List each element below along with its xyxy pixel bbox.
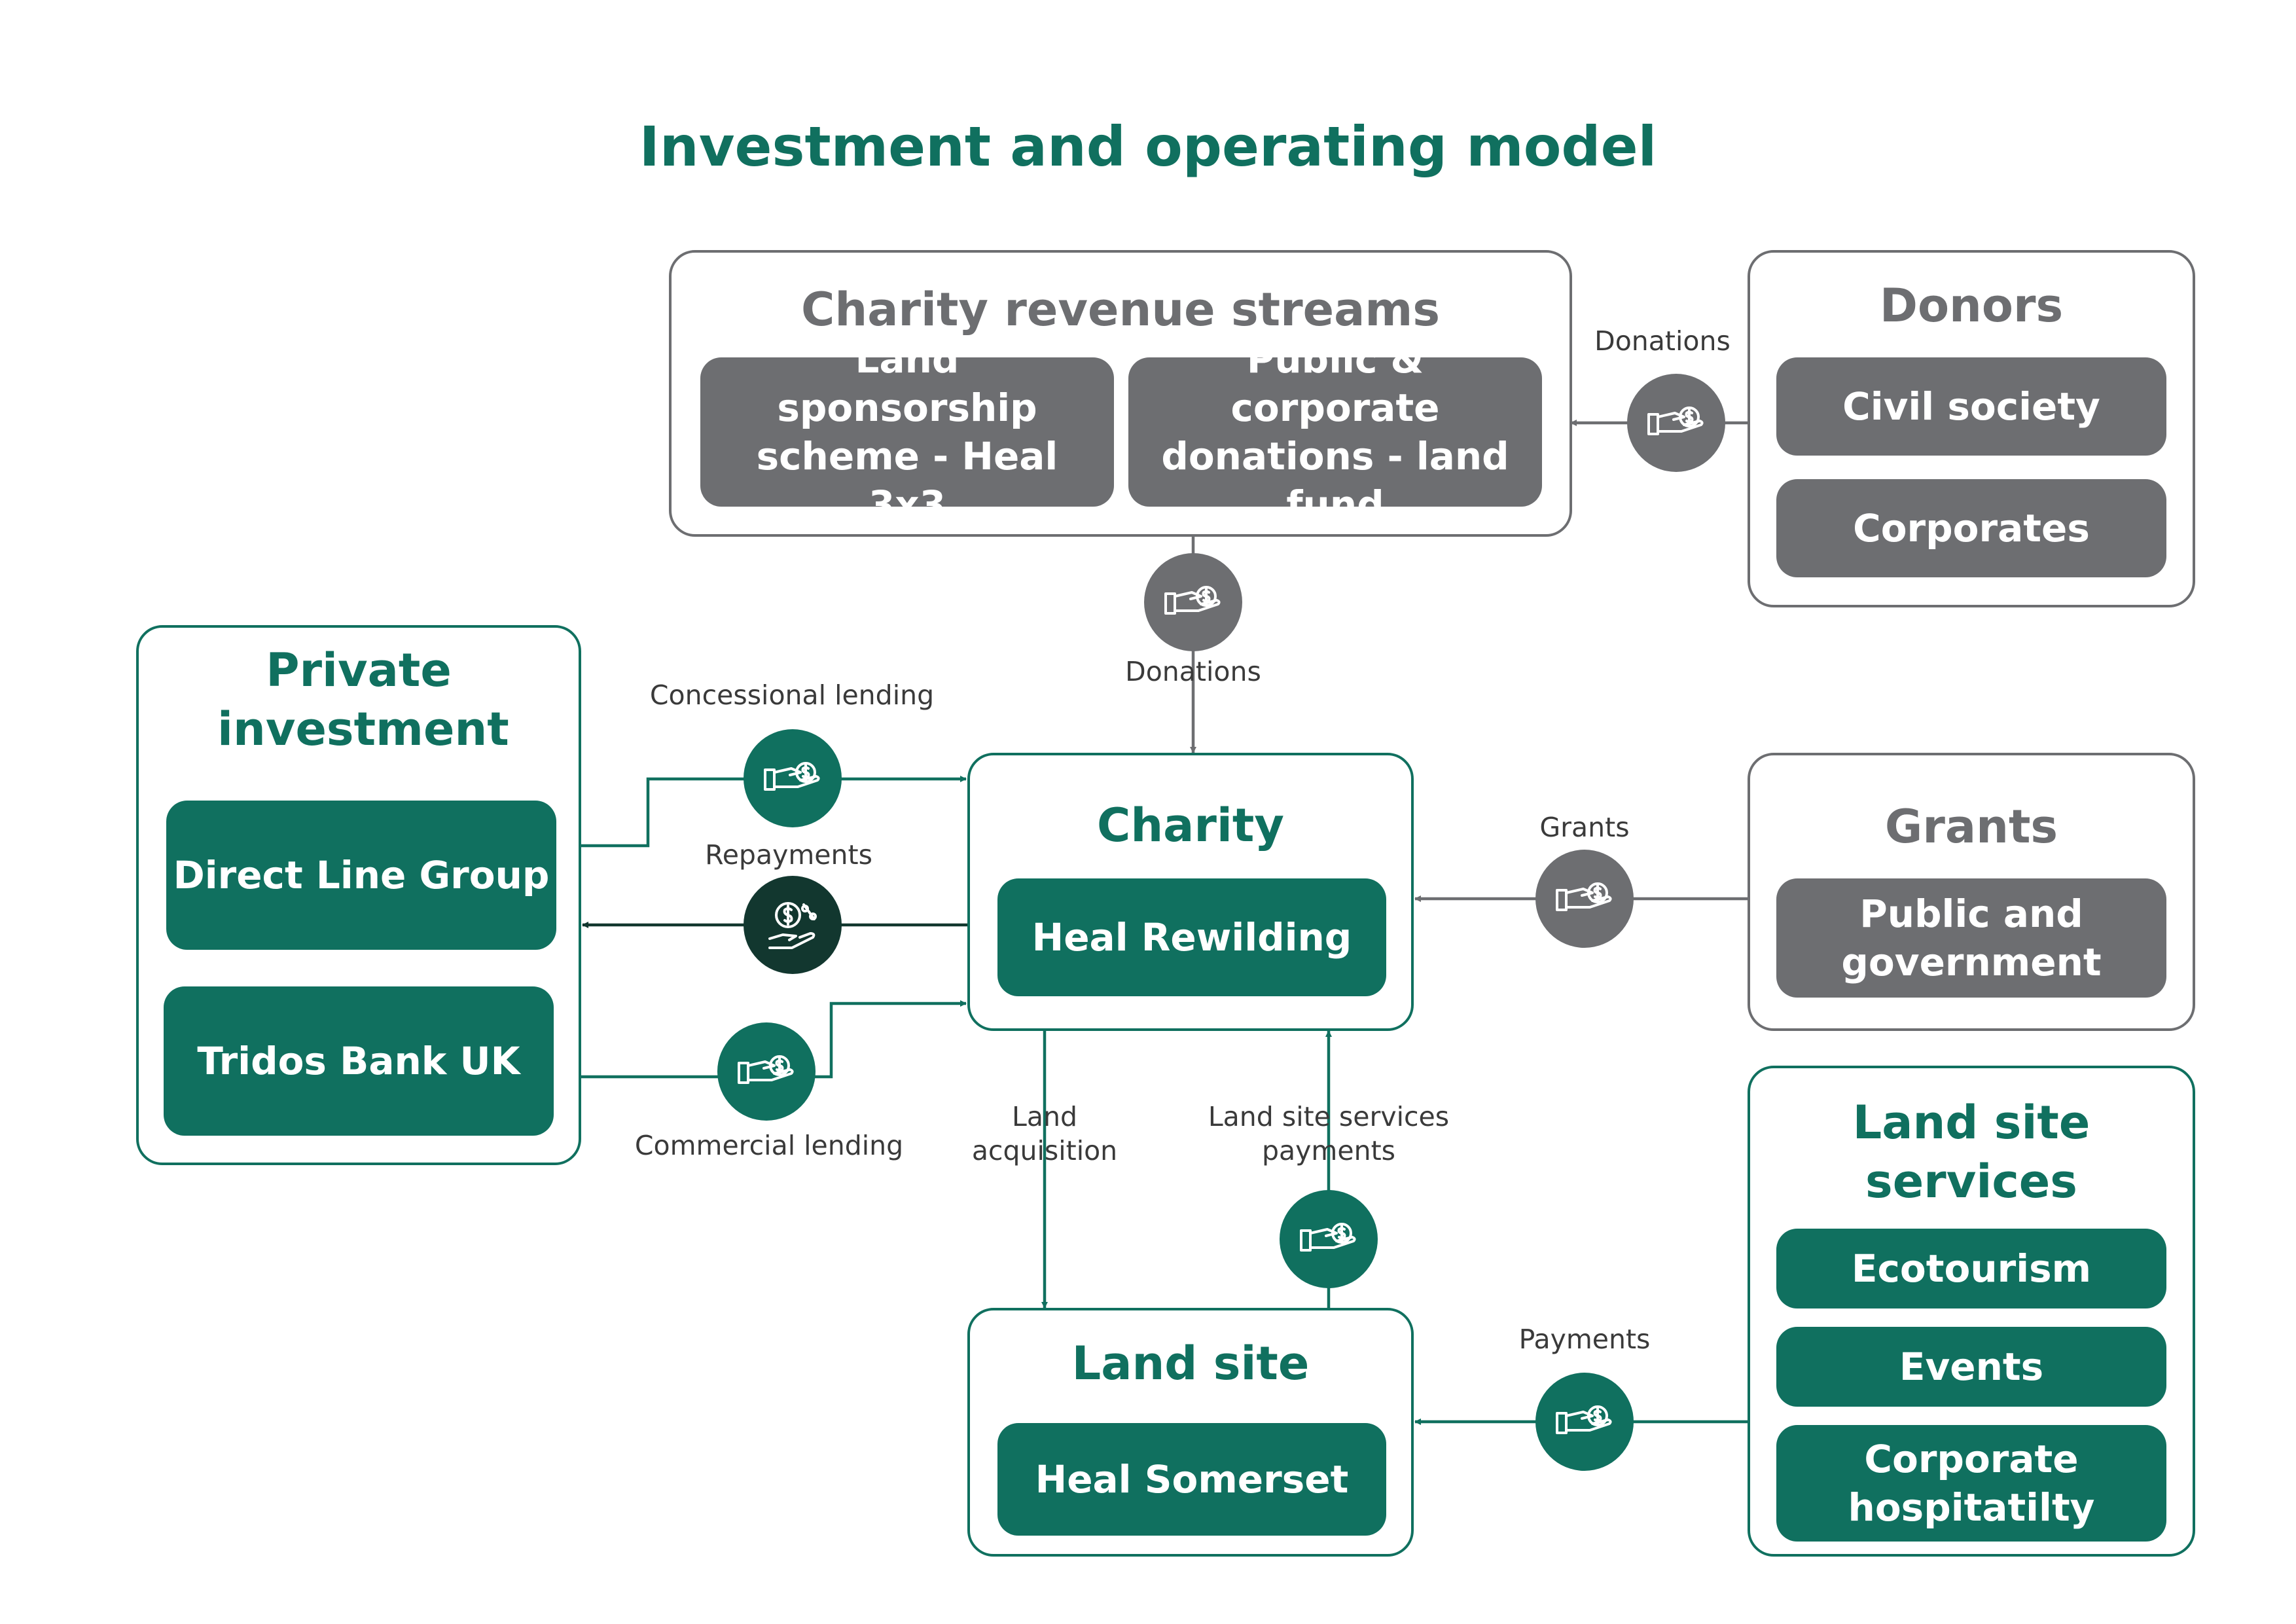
commercial-label: Commercial lending xyxy=(634,1130,904,1161)
services-payments-coin xyxy=(1280,1190,1378,1288)
page-title: Investment and operating model xyxy=(639,115,1657,179)
donations-donors-coin xyxy=(1627,374,1725,472)
repayments-label: Repayments xyxy=(705,839,872,871)
donations-revenue-label: Donations xyxy=(1125,656,1261,687)
tridos-bank-pill: Tridos Bank UK xyxy=(164,986,554,1136)
civil-society-pill: Civil society xyxy=(1776,357,2166,456)
corporate-hospitality-pill: Corporate hospitatilty xyxy=(1776,1425,2166,1542)
repayment-icon xyxy=(768,902,817,949)
land-site-services-group: Land site services Ecotourism Events Cor… xyxy=(1748,1066,2195,1557)
grants-label: Grants xyxy=(1539,812,1630,843)
repayments-coin xyxy=(744,876,842,974)
heal-somerset-pill: Heal Somerset xyxy=(997,1423,1386,1536)
events-pill: Events xyxy=(1776,1327,2166,1407)
land-site-services-title: Land site services xyxy=(1852,1096,2090,1208)
private-investment-title: Private investment xyxy=(217,643,509,756)
grants-coin xyxy=(1535,850,1634,948)
hand-money-icon xyxy=(1556,882,1612,911)
commercial-coin xyxy=(717,1022,816,1121)
land-sponsorship-pill: Land sponsorship scheme - Heal 3x3 xyxy=(700,337,1114,527)
direct-line-pill: Direct Line Group xyxy=(166,801,556,950)
payments-coin xyxy=(1535,1373,1634,1471)
land-site-group: Land site Heal Somerset xyxy=(967,1308,1414,1557)
hand-money-icon xyxy=(1556,1405,1612,1434)
public-donations-pill: Public & corporate donations - land fund xyxy=(1128,337,1542,527)
donors-group: Donors Civil society Corporates xyxy=(1748,250,2195,607)
heal-rewilding-pill: Heal Rewilding xyxy=(997,878,1386,996)
public-government-pill: Public and government xyxy=(1776,878,2166,998)
donors-title: Donors xyxy=(1879,279,2064,333)
charity-title: Charity xyxy=(1096,799,1285,852)
payments-label: Payments xyxy=(1518,1324,1651,1355)
private-investment-group: Private investment Direct Line Group Tri… xyxy=(136,625,581,1165)
ecotourism-pill: Ecotourism xyxy=(1776,1229,2166,1308)
services-payments-label: Land site services payments xyxy=(1208,1101,1450,1166)
land-acquisition-label: Land acquisition xyxy=(971,1101,1118,1166)
concessional-coin xyxy=(744,729,842,827)
hand-money-icon xyxy=(1300,1223,1356,1252)
revenue-streams-group: Charity revenue streams Land sponsorship… xyxy=(669,250,1572,537)
charity-group: Charity Heal Rewilding xyxy=(967,753,1414,1031)
commercial-line xyxy=(550,1000,967,1079)
hand-money-icon xyxy=(1647,406,1704,435)
hand-money-icon xyxy=(738,1055,794,1084)
hand-money-icon xyxy=(1164,586,1221,615)
grants-group: Grants Public and government xyxy=(1748,753,2195,1031)
grants-title: Grants xyxy=(1884,800,2058,854)
hand-money-icon xyxy=(764,762,820,791)
donations-revenue-coin xyxy=(1144,553,1242,651)
land-site-title: Land site xyxy=(1071,1337,1310,1390)
donations-donors-label: Donations xyxy=(1594,325,1731,357)
revenue-streams-title: Charity revenue streams xyxy=(800,283,1440,336)
concessional-label: Concessional lending xyxy=(649,679,935,711)
corporates-pill: Corporates xyxy=(1776,479,2166,577)
